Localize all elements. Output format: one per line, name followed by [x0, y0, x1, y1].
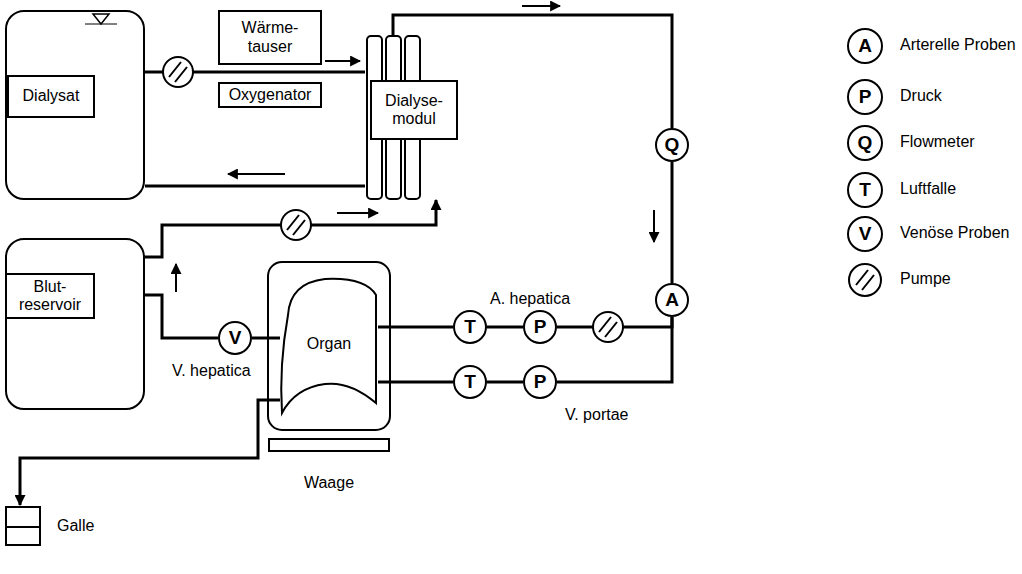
legend-circle — [848, 29, 882, 63]
vessel-label: V. portae — [565, 406, 628, 424]
legend-text: Pumpe — [900, 270, 951, 288]
symbol-letter: V — [229, 327, 242, 349]
node-circ: P — [523, 310, 557, 344]
legend-letter: T — [848, 173, 882, 207]
flow-arrows — [176, 6, 654, 292]
legend-letter: Q — [848, 126, 882, 160]
node-box: Oxygenator — [218, 82, 322, 108]
pump-symbol — [593, 312, 623, 342]
legend-symbols — [848, 29, 882, 251]
flow-arrow — [337, 212, 378, 214]
symbol-letter: T — [464, 316, 476, 338]
scale-label: Waage — [304, 474, 354, 491]
organ-label: Organ — [307, 335, 351, 352]
legend-text: Venöse Proben — [900, 224, 1009, 242]
node-circ: Q — [655, 128, 689, 162]
flow-line — [145, 185, 365, 188]
legend-text: Arterelle Proben — [900, 36, 1016, 54]
legend-text: Luftfalle — [900, 180, 956, 198]
level-line — [85, 24, 117, 25]
bile-label: Galle — [57, 517, 94, 534]
legend-circle — [848, 217, 882, 251]
reservoir-tank — [5, 238, 145, 410]
organ-text: Organ — [280, 335, 378, 353]
legend-letter: A — [848, 29, 882, 63]
flow-line — [671, 162, 674, 283]
legend-letter: V — [848, 217, 882, 251]
node-dm: Dialyse- modul — [365, 35, 460, 200]
flow-line — [487, 326, 523, 329]
symbol-letter: Q — [665, 134, 680, 156]
flow-arrow — [325, 60, 360, 62]
node-circ: A — [655, 283, 689, 317]
container-outline — [6, 507, 40, 545]
legend-circle — [848, 173, 882, 207]
node-circ: T — [453, 310, 487, 344]
node-circ: V — [218, 321, 252, 355]
pump-symbol — [281, 210, 311, 240]
flow-line — [252, 337, 280, 340]
label-box: Blut- reservoir — [5, 273, 95, 319]
symbol-letter: A — [665, 289, 679, 311]
flow-arrow — [522, 5, 560, 7]
organ-shape — [281, 279, 376, 413]
legend-text: Flowmeter — [900, 133, 975, 151]
tank-outline — [6, 239, 144, 409]
bile-text: Galle — [57, 517, 94, 535]
pump-symbol — [163, 57, 193, 87]
flow-arrow — [653, 210, 655, 242]
legend-circle — [848, 80, 882, 114]
scale-text: Waage — [268, 474, 390, 492]
label-box: Dialysat — [7, 75, 95, 118]
legend-letter: P — [848, 80, 882, 114]
node-circ: T — [453, 365, 487, 399]
fill-level — [6, 526, 40, 528]
tank-outline — [6, 11, 144, 199]
flow-line — [145, 295, 218, 338]
level-mark — [93, 14, 109, 24]
flow-arrow — [228, 173, 285, 175]
box-label: Dialyse- modul — [378, 92, 450, 129]
symbol-letter: P — [534, 316, 547, 338]
box-label: Oxygenator — [229, 86, 312, 104]
node-box: Wärme- tauser — [218, 10, 322, 65]
vessel-label: A. hepatica — [490, 290, 570, 308]
node-tank: Dialysat — [5, 10, 145, 200]
symbol-letter: P — [534, 371, 547, 393]
node-circ: P — [523, 365, 557, 399]
vessel-label: V. hepatica — [172, 362, 251, 380]
box-label: Wärme- tauser — [234, 19, 306, 56]
flow-line — [487, 381, 523, 384]
flow-arrow — [175, 264, 177, 292]
node-tank: Blut- reservoir — [5, 238, 145, 410]
scale-plate — [269, 439, 389, 451]
pump-symbol — [849, 264, 881, 296]
node-organ: Organ — [280, 275, 378, 415]
symbol-letter: T — [464, 371, 476, 393]
node-waage: Waage — [268, 438, 390, 496]
node-galle: Galle — [5, 505, 120, 550]
legend-text: Druck — [900, 87, 942, 105]
legend-circle — [848, 126, 882, 160]
flow-line — [20, 400, 280, 505]
organ-chamber — [268, 262, 390, 430]
box-label: Dialysat — [23, 87, 80, 105]
box-label: Blut- reservoir — [11, 278, 89, 315]
flow-line — [145, 200, 436, 257]
label-box: Dialyse- modul — [370, 80, 458, 140]
